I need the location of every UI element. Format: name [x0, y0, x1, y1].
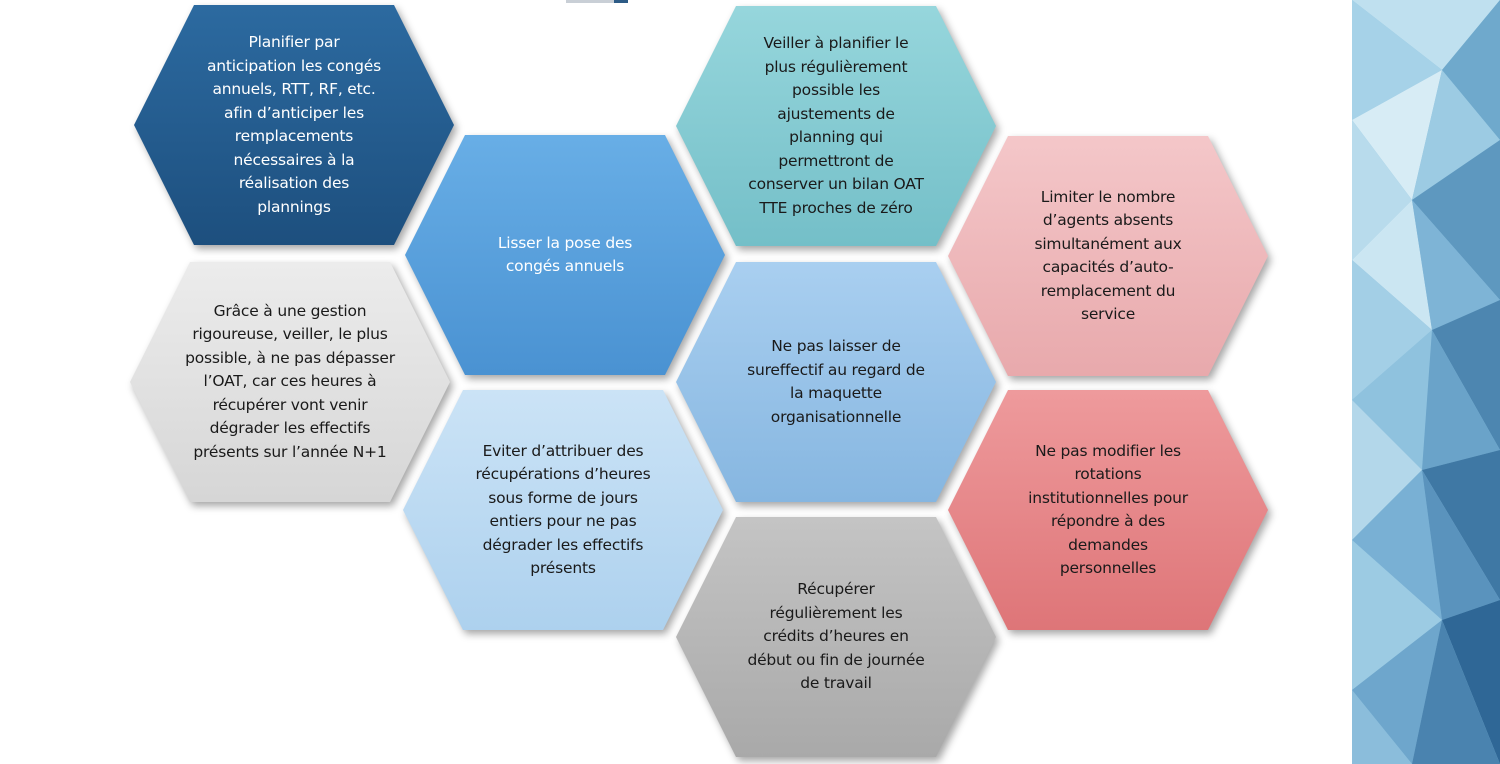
hexagon-shape	[676, 6, 996, 246]
hexagon-shape	[405, 135, 725, 375]
hexagon-shape	[403, 390, 723, 630]
decorative-polygon-background	[1352, 0, 1500, 764]
hexagon-text: Ne pas modifier les rotations institutio…	[1028, 441, 1188, 578]
hexagon-eviter-recuperations: Eviter d’attribuer des récupérations d’h…	[403, 390, 723, 630]
hexagon-text: Lisser la pose des congés annuels	[497, 233, 633, 276]
hexagon-text: Veiller à planifier le plus régulièremen…	[748, 34, 924, 217]
hexagon-text: Planifier par anticipation les congés an…	[206, 33, 381, 216]
hexagon-lisser-pose-conges: Lisser la pose des congés annuels	[405, 135, 725, 375]
hexagon-shape	[134, 5, 454, 245]
hexagon-text: Eviter d’attribuer des récupérations d’h…	[475, 441, 651, 578]
hexagon-text: Récupérer régulièrement les crédits d’he…	[747, 580, 925, 693]
hexagon-shape	[676, 262, 996, 502]
hexagon-shape	[948, 136, 1268, 376]
hexagon-shape	[130, 262, 450, 502]
hexagon-pas-sureffectif: Ne pas laisser de sureffectif au regard …	[676, 262, 996, 502]
hexagon-gestion-rigoureuse: Grâce à une gestion rigoureuse, veiller,…	[130, 262, 450, 502]
hexagon-recuperer-credits: Récupérer régulièrement les crédits d’he…	[676, 517, 996, 757]
low-poly-pattern	[1352, 0, 1500, 764]
hexagon-planifier-conges: Planifier par anticipation les congés an…	[134, 5, 454, 245]
hexagon-pas-modifier-rotations: Ne pas modifier les rotations institutio…	[948, 390, 1268, 630]
hexagon-text: Limiter le nombre d’agents absents simul…	[1034, 187, 1182, 324]
hexagon-shape	[948, 390, 1268, 630]
hexagon-text: Grâce à une gestion rigoureuse, veiller,…	[185, 301, 395, 461]
hexagon-shape	[676, 517, 996, 757]
hexagon-veiller-planifier: Veiller à planifier le plus régulièremen…	[676, 6, 996, 246]
hexagon-limiter-absents: Limiter le nombre d’agents absents simul…	[948, 136, 1268, 376]
hexagon-text: Ne pas laisser de sureffectif au regard …	[747, 337, 925, 426]
top-edge-mark	[566, 0, 628, 3]
